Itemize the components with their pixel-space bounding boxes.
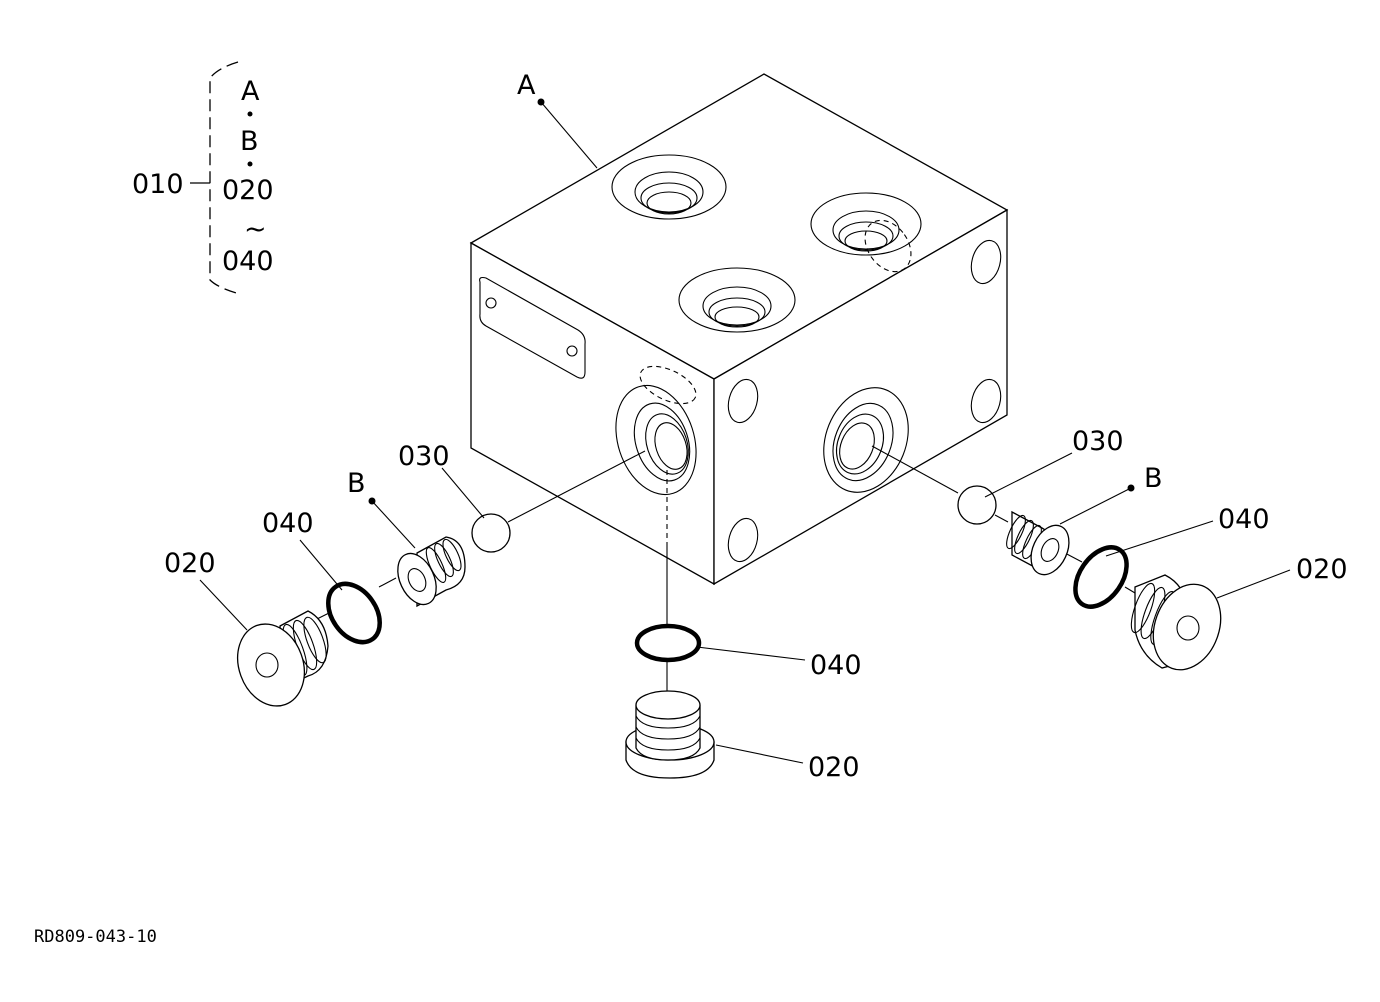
callout-bottom-plug-020: 020 (715, 744, 860, 783)
callout-left-oring-040: 040 (262, 508, 343, 591)
legend-item-a: A (241, 76, 260, 107)
callout-left-plug-020: 020 (164, 548, 248, 631)
left-oring-040 (326, 581, 382, 645)
valve-block (469, 73, 1009, 586)
callout-right-oring-040: 040 (1105, 504, 1270, 557)
callout-left-seat-b: B (347, 468, 416, 549)
legend-item-020: 020 (222, 175, 274, 206)
right-ball-030 (957, 485, 997, 525)
right-seat-b (1006, 510, 1070, 576)
label-right-plug-020: 020 (1296, 554, 1348, 585)
top-port-2 (810, 192, 922, 273)
legend-item-040: 040 (222, 246, 274, 277)
label-block-a: A (517, 70, 536, 101)
label-left-plug-020: 020 (164, 548, 216, 579)
bottom-oring-040 (634, 623, 702, 663)
left-seat-b (397, 536, 466, 608)
mounting-holes (727, 239, 1002, 563)
callout-right-ball-030: 030 (984, 426, 1124, 498)
label-left-ball-030: 030 (398, 441, 450, 472)
right-plug-020 (1130, 574, 1222, 671)
assembly-legend: 010 A B 020 ~ 040 (132, 61, 274, 295)
label-right-seat-b: B (1144, 463, 1163, 494)
callout-left-ball-030: 030 (398, 441, 485, 519)
legend-range-tilde: ~ (244, 214, 267, 245)
callout-right-seat-b: B (1059, 463, 1163, 525)
left-face-port (615, 384, 697, 496)
label-left-oring-040: 040 (262, 508, 314, 539)
legend-item-b: B (240, 126, 259, 157)
label-bottom-plug-020: 020 (808, 752, 860, 783)
top-port-1 (611, 154, 727, 220)
drawing-code: RD809-043-10 (34, 927, 157, 947)
label-right-oring-040: 040 (1218, 504, 1270, 535)
callout-right-plug-020: 020 (1216, 554, 1348, 599)
callout-bottom-oring-040: 040 (696, 646, 862, 681)
right-oring-040 (1073, 545, 1129, 609)
legend-assembly-number: 010 (132, 169, 184, 200)
left-ball-030 (471, 513, 511, 553)
label-right-ball-030: 030 (1072, 426, 1124, 457)
right-face-port (823, 387, 909, 493)
label-left-seat-b: B (347, 468, 366, 499)
label-bottom-oring-040: 040 (810, 650, 862, 681)
name-plate (479, 276, 586, 379)
top-port-3 (678, 267, 796, 333)
callout-block-a: A (517, 70, 598, 169)
left-plug-020 (237, 610, 329, 707)
bottom-plug-020 (625, 690, 715, 779)
